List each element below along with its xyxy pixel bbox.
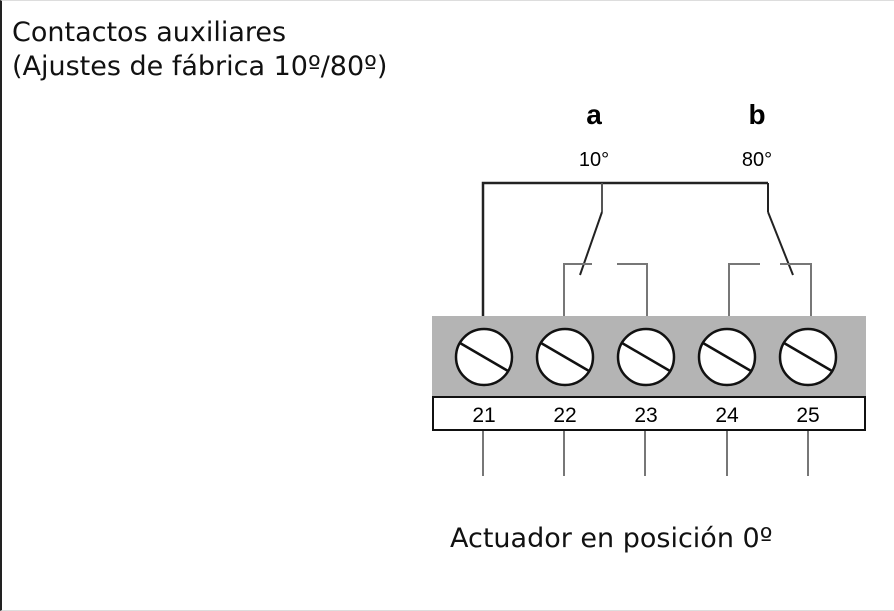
title-line-1: Contactos auxiliares — [12, 17, 287, 48]
screw-terminal-23 — [616, 327, 676, 387]
diagram-title: Contactos auxiliares (Ajustes de fábrica… — [12, 16, 387, 84]
screw-terminal-22 — [535, 327, 595, 387]
terminal-number: 22 — [553, 404, 576, 427]
switch-b-blade — [767, 211, 794, 276]
terminal-number: 23 — [634, 404, 657, 427]
title-line-2: (Ajustes de fábrica 10º/80º) — [12, 51, 388, 82]
actuator-position-caption: Actuador en posición 0º — [450, 523, 773, 554]
terminal-label-strip — [432, 396, 866, 431]
screw-terminal-24 — [697, 327, 757, 387]
switch-a-angle: 10° — [579, 149, 609, 171]
screw-terminal-21 — [454, 327, 514, 387]
terminal-number: 24 — [715, 404, 739, 427]
switch-a-label: a — [586, 99, 602, 130]
switch-b-label: b — [748, 99, 765, 130]
switch-b-angle: 80° — [742, 149, 772, 171]
terminal-number: 21 — [472, 404, 495, 427]
common-bus — [481, 181, 812, 316]
switch-a-blade — [579, 211, 603, 276]
terminal-number: 25 — [796, 404, 819, 427]
output-wires — [482, 431, 809, 476]
screw-terminal-25 — [778, 327, 838, 387]
